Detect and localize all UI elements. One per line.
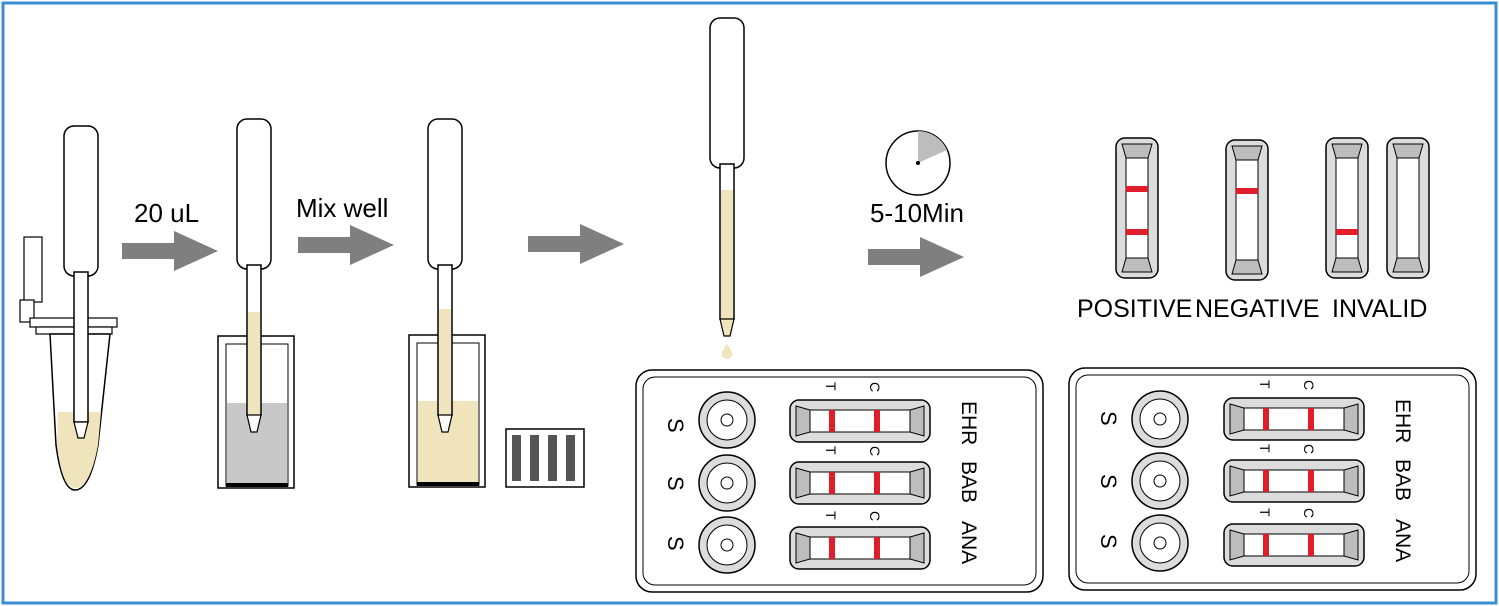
time-label: 5-10Min [870, 198, 964, 228]
result-positive-label: POSITIVE [1077, 295, 1192, 323]
sample-label: S [663, 476, 688, 491]
sample-label: S [663, 418, 688, 433]
arrow-step-1 [122, 231, 218, 271]
mix-label: Mix well [296, 193, 388, 223]
c-mark: C [1301, 380, 1317, 390]
code-ehr: EHR [957, 401, 980, 445]
sample-liquid [57, 412, 101, 488]
code-ehr: EHR [1391, 399, 1414, 443]
control-line [1308, 408, 1314, 430]
c-mark: C [867, 511, 883, 521]
result-strip-positive [1115, 137, 1159, 279]
control-line [874, 537, 880, 559]
sample-label: S [663, 536, 688, 551]
test-line [1126, 229, 1148, 235]
arrow-step-4 [868, 237, 964, 277]
sample-label: S [1096, 474, 1121, 489]
code-ana: ANA [957, 521, 980, 564]
pipette-1 [63, 125, 99, 439]
volume-label: 20 uL [134, 198, 199, 228]
control-line [1126, 186, 1148, 192]
c-mark: C [867, 446, 883, 456]
timer-icon [885, 130, 951, 196]
test-line [829, 472, 835, 494]
t-mark: T [1257, 444, 1273, 453]
c-mark: C [1301, 508, 1317, 518]
control-line [1308, 534, 1314, 556]
arrow-step-3 [528, 224, 624, 264]
code-bab: BAB [957, 461, 980, 503]
test-line [829, 410, 835, 432]
t-mark: T [823, 446, 839, 455]
sample-tube [19, 236, 118, 491]
result-negative-label: NEGATIVE [1195, 295, 1320, 323]
c-mark: C [1301, 444, 1317, 454]
pipette-3 [427, 118, 463, 433]
control-line [1308, 470, 1314, 492]
control-line [1236, 188, 1258, 194]
result-strip-invalid-2 [1386, 137, 1430, 279]
result-strip-negative [1225, 139, 1269, 281]
control-line [874, 472, 880, 494]
c-mark: C [867, 382, 883, 392]
code-bab: BAB [1391, 459, 1414, 501]
sample-label: S [1096, 534, 1121, 549]
t-mark: T [823, 511, 839, 520]
test-line [1263, 470, 1269, 492]
test-line [1336, 229, 1358, 235]
sample-label: S [1096, 411, 1121, 426]
striped-block [505, 428, 585, 488]
t-mark: T [823, 382, 839, 391]
test-line [1263, 534, 1269, 556]
pipette-2 [236, 118, 272, 433]
t-mark: T [1257, 508, 1273, 517]
result-invalid-label: INVALID [1332, 295, 1427, 323]
test-cassette-2: S T C EHR S T C BAB S T C ANA [1068, 367, 1477, 591]
dropping-pipette [709, 17, 745, 359]
t-mark: T [1257, 380, 1273, 389]
test-line [1263, 408, 1269, 430]
control-line [874, 410, 880, 432]
test-line [829, 537, 835, 559]
arrow-step-2 [298, 225, 394, 265]
code-ana: ANA [1391, 519, 1414, 562]
result-strip-invalid-1 [1325, 137, 1369, 279]
drop-icon [721, 344, 733, 359]
test-cassette-1: S T C EHR S T C BAB S T C ANA [635, 369, 1044, 593]
